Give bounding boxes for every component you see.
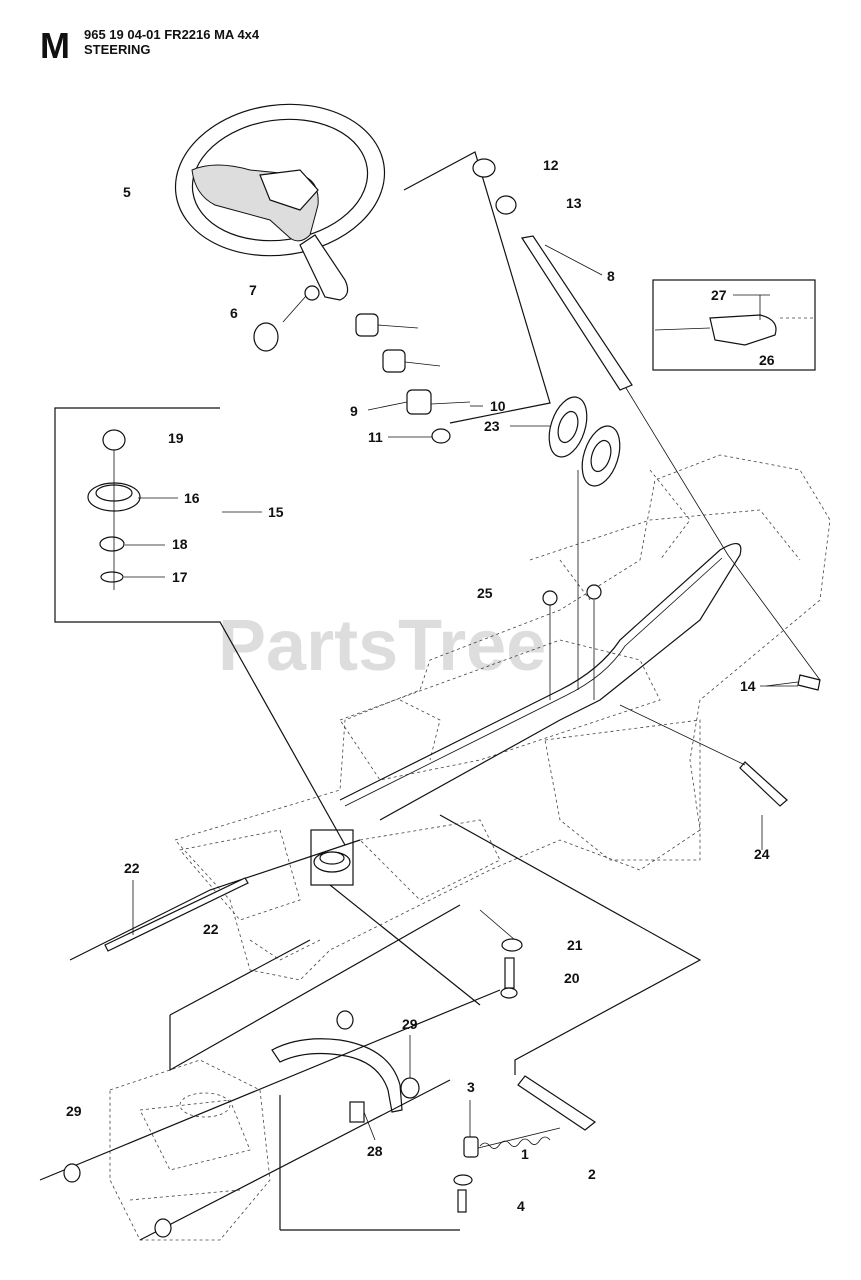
- callout-22-lower: 22: [203, 921, 219, 937]
- callout-22-upper: 22: [124, 860, 140, 876]
- lower-pulley: [310, 829, 354, 886]
- pulley-inset-frame: [54, 407, 346, 846]
- callout-1: 1: [521, 1146, 529, 1162]
- inset-detail: [652, 279, 816, 371]
- upper-shaft: [472, 158, 821, 681]
- callout-8: 8: [607, 268, 615, 284]
- callout-18: 18: [172, 536, 188, 552]
- callout-21: 21: [567, 937, 583, 953]
- callout-17: 17: [172, 569, 188, 585]
- callout-6: 6: [230, 305, 238, 321]
- callout-15: 15: [268, 504, 284, 520]
- bolt-assembly: [479, 909, 523, 999]
- callout-27: 27: [711, 287, 727, 303]
- watermark: PartsTree: [218, 606, 546, 686]
- callout-5: 5: [123, 184, 131, 200]
- lower-frame-line-2: [329, 884, 481, 1006]
- callout-13: 13: [566, 195, 582, 211]
- gearbox: [109, 1059, 271, 1241]
- tie-rod-upper: [69, 839, 361, 961]
- callout-10: 10: [490, 398, 506, 414]
- lower-frame-line: [439, 814, 702, 1075]
- callout-12: 12: [543, 157, 559, 173]
- chassis-frame: [174, 454, 831, 981]
- column-parts: [253, 285, 471, 444]
- pulley-parts: [87, 429, 141, 590]
- section-letter: M: [40, 25, 70, 66]
- callout-25: 25: [477, 585, 493, 601]
- lower-frame-line-3: [169, 904, 461, 1072]
- callout-4: 4: [517, 1198, 525, 1214]
- callout-14: 14: [740, 678, 756, 694]
- callouts: 5 7 6 12 13 8 27 26 9 10 11 19 16 15 18 …: [66, 157, 775, 1214]
- steering-wheel: [174, 103, 386, 301]
- callout-11: 11: [368, 429, 383, 445]
- callout-29-left: 29: [66, 1103, 82, 1119]
- model-code: 965 19 04-01 FR2216 MA 4x4: [84, 27, 260, 42]
- diagram-title: STEERING: [84, 42, 151, 57]
- callout-2: 2: [588, 1166, 596, 1182]
- callout-24: 24: [754, 846, 770, 862]
- callout-19: 19: [168, 430, 184, 446]
- callout-16: 16: [184, 490, 200, 506]
- callout-28: 28: [367, 1143, 383, 1159]
- callout-9: 9: [350, 403, 358, 419]
- callout-26: 26: [759, 352, 775, 368]
- leader-lines: [124, 244, 798, 687]
- steering-cable: [339, 543, 742, 821]
- callout-20: 20: [564, 970, 580, 986]
- callout-23: 23: [484, 418, 500, 434]
- sector-shaft: [39, 989, 501, 1181]
- tie-rod-lower: [169, 939, 311, 1016]
- callout-7: 7: [249, 282, 257, 298]
- sector-shaft-lower: [139, 1079, 451, 1241]
- column-bracket: [403, 151, 551, 424]
- pulley-wheels: [548, 396, 621, 487]
- callout-3: 3: [467, 1079, 475, 1095]
- callout-29-right: 29: [402, 1016, 418, 1032]
- steering-sector: [271, 1038, 403, 1141]
- spring-lever: [279, 1075, 597, 1231]
